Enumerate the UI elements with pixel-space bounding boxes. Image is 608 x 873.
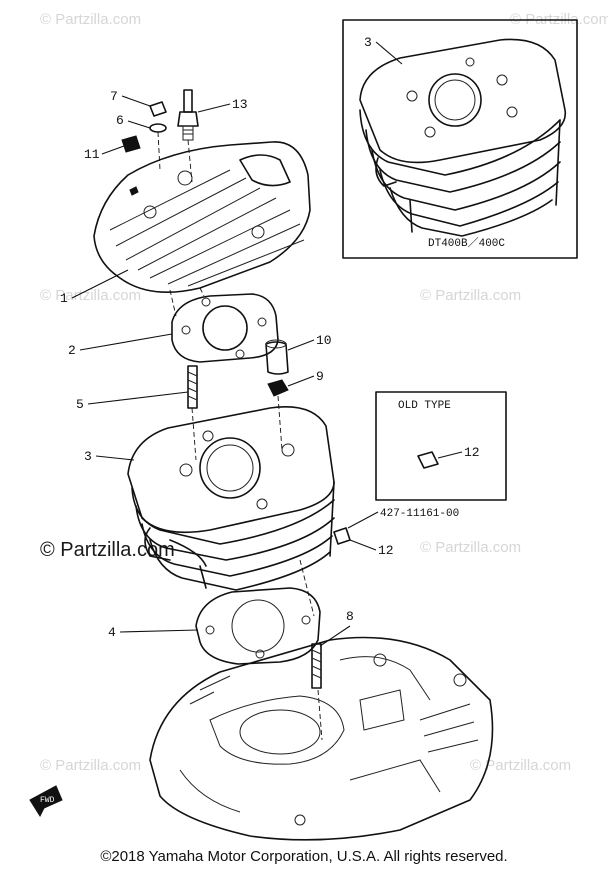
nut-and-washer <box>149 101 167 133</box>
watermark-top-left: © Partzilla.com <box>40 11 141 28</box>
cylinder-main <box>127 406 335 591</box>
inset-model-label: DT400B／400C <box>428 236 505 250</box>
callout-3-inset: 3 <box>364 35 372 50</box>
old-type-part-number: 427-11161-00 <box>380 508 459 520</box>
crankcase <box>149 636 494 841</box>
callout-2: 2 <box>68 343 76 358</box>
leader-8 <box>319 625 351 647</box>
assembly-lines <box>157 131 323 741</box>
leader-2 <box>79 333 173 351</box>
callout-10: 10 <box>316 333 332 348</box>
leader-7 <box>121 95 151 107</box>
callout-1: 1 <box>60 291 68 306</box>
stud-bolt-8 <box>311 643 322 689</box>
callout-12-old: 12 <box>464 445 480 460</box>
callout-8: 8 <box>346 609 354 624</box>
watermark-center-left: © Partzilla.com <box>40 539 175 561</box>
leader-12-old <box>437 451 463 459</box>
fwd-arrow-icon <box>29 785 63 818</box>
leader-12 <box>349 539 377 551</box>
watermark-bottom-right: © Partzilla.com <box>470 757 571 774</box>
leader-10 <box>287 339 315 351</box>
leader-1 <box>71 269 129 299</box>
callout-5: 5 <box>76 397 84 412</box>
watermark-bottom-left: © Partzilla.com <box>40 757 141 774</box>
leader-11 <box>101 145 125 155</box>
sleeve-and-nut <box>265 339 289 397</box>
leader-6 <box>127 120 151 129</box>
watermark-mid-right: © Partzilla.com <box>420 287 521 304</box>
leader-part-number <box>347 511 379 529</box>
cylinder-head <box>93 141 311 293</box>
callout-4: 4 <box>108 625 116 640</box>
old-type-box <box>375 391 507 501</box>
callout-13: 13 <box>232 97 248 112</box>
callout-3: 3 <box>84 449 92 464</box>
head-gasket <box>171 293 279 363</box>
spark-plug <box>177 89 199 141</box>
watermark-lower-right: © Partzilla.com <box>420 539 521 556</box>
watermarks: © Partzilla.com © Partzilla.com © Partzi… <box>40 11 608 774</box>
callout-12: 12 <box>378 543 394 558</box>
leader-13 <box>197 103 231 113</box>
leader-4 <box>119 629 199 633</box>
callout-6: 6 <box>116 113 124 128</box>
damper-11 <box>121 135 141 153</box>
copyright-notice: ©2018 Yamaha Motor Corporation, U.S.A. A… <box>100 848 508 865</box>
watermark-mid-left: © Partzilla.com <box>40 287 141 304</box>
fwd-label: FWD <box>40 796 55 805</box>
callout-9: 9 <box>316 369 324 384</box>
inset-box-dt400 <box>342 19 578 259</box>
base-gasket <box>195 587 321 665</box>
callout-11: 11 <box>84 147 100 162</box>
old-type-title: OLD TYPE <box>398 400 451 412</box>
callout-7: 7 <box>110 89 118 104</box>
leader-3 <box>95 455 135 461</box>
leader-9 <box>287 375 315 387</box>
stud-bolt <box>187 365 198 409</box>
leader-3-inset <box>375 41 403 65</box>
damper-12 <box>333 527 351 545</box>
leader-5 <box>87 391 189 405</box>
